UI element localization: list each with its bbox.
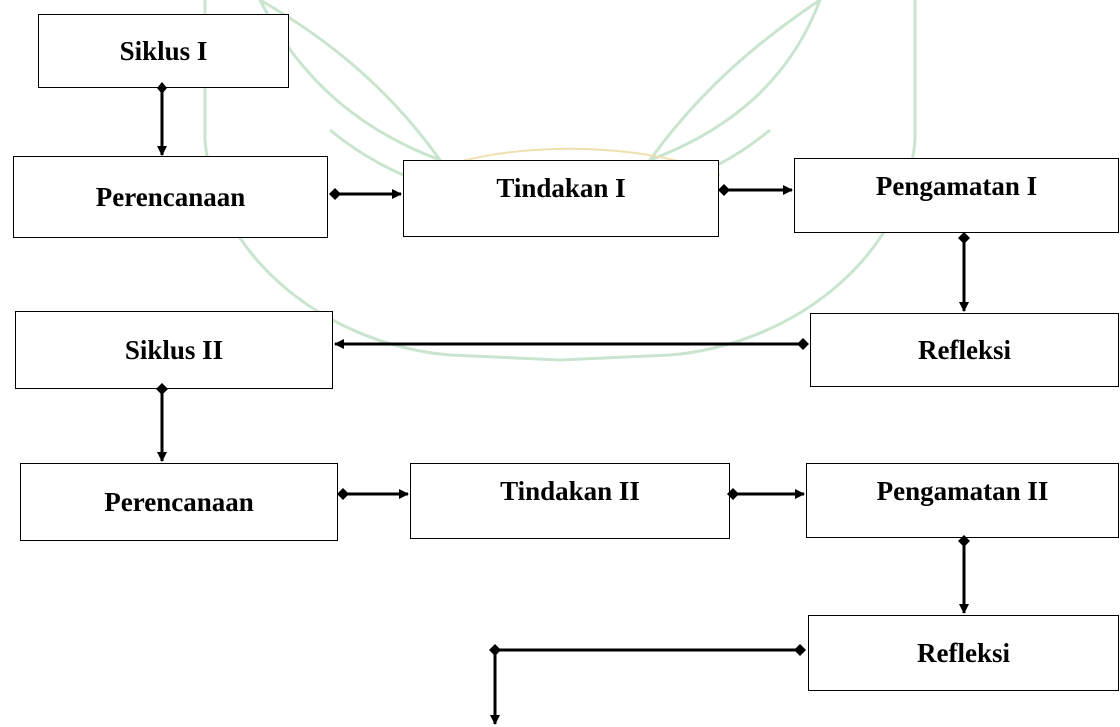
box-perencanaan-1: Perencanaan bbox=[13, 156, 328, 238]
box-refleksi-1-label: Refleksi bbox=[918, 334, 1011, 365]
box-siklus-1-label: Siklus I bbox=[119, 35, 208, 66]
box-siklus-2: Siklus II bbox=[15, 311, 333, 389]
box-refleksi-2: Refleksi bbox=[808, 615, 1119, 691]
connector-refleksi2-continuation bbox=[490, 648, 800, 725]
box-pengamatan-2: Pengamatan II bbox=[806, 463, 1119, 538]
connector-start-diamond bbox=[718, 184, 730, 196]
connector-start-diamond bbox=[958, 535, 970, 547]
box-pengamatan-1: Pengamatan I bbox=[794, 158, 1119, 233]
connector-start-diamond bbox=[958, 232, 970, 244]
box-pengamatan-1-label: Pengamatan I bbox=[875, 171, 1038, 201]
connector-start-diamond bbox=[156, 383, 168, 395]
box-refleksi-1: Refleksi bbox=[810, 313, 1119, 387]
box-perencanaan-2-label: Perencanaan bbox=[104, 486, 254, 517]
box-siklus-2-label: Siklus II bbox=[124, 334, 224, 365]
box-refleksi-2-label: Refleksi bbox=[917, 637, 1010, 668]
connector-start-diamond bbox=[797, 338, 809, 350]
connector-start-diamond bbox=[794, 644, 806, 656]
box-tindakan-2-label: Tindakan II bbox=[500, 476, 640, 506]
box-perencanaan-1-label: Perencanaan bbox=[95, 181, 246, 212]
box-perencanaan-2: Perencanaan bbox=[20, 463, 338, 541]
box-pengamatan-2-label: Pengamatan II bbox=[876, 476, 1049, 506]
box-tindakan-1-label: Tindakan I bbox=[496, 173, 626, 203]
connector-corner-diamond bbox=[489, 644, 501, 656]
connector-start-diamond bbox=[157, 82, 167, 94]
box-tindakan-2: Tindakan II bbox=[410, 463, 730, 539]
box-siklus-1: Siklus I bbox=[38, 14, 289, 88]
connector-start-diamond bbox=[727, 488, 739, 500]
connector-start-diamond bbox=[329, 188, 341, 200]
connector-start-diamond bbox=[337, 488, 349, 500]
box-tindakan-1: Tindakan I bbox=[403, 160, 719, 237]
